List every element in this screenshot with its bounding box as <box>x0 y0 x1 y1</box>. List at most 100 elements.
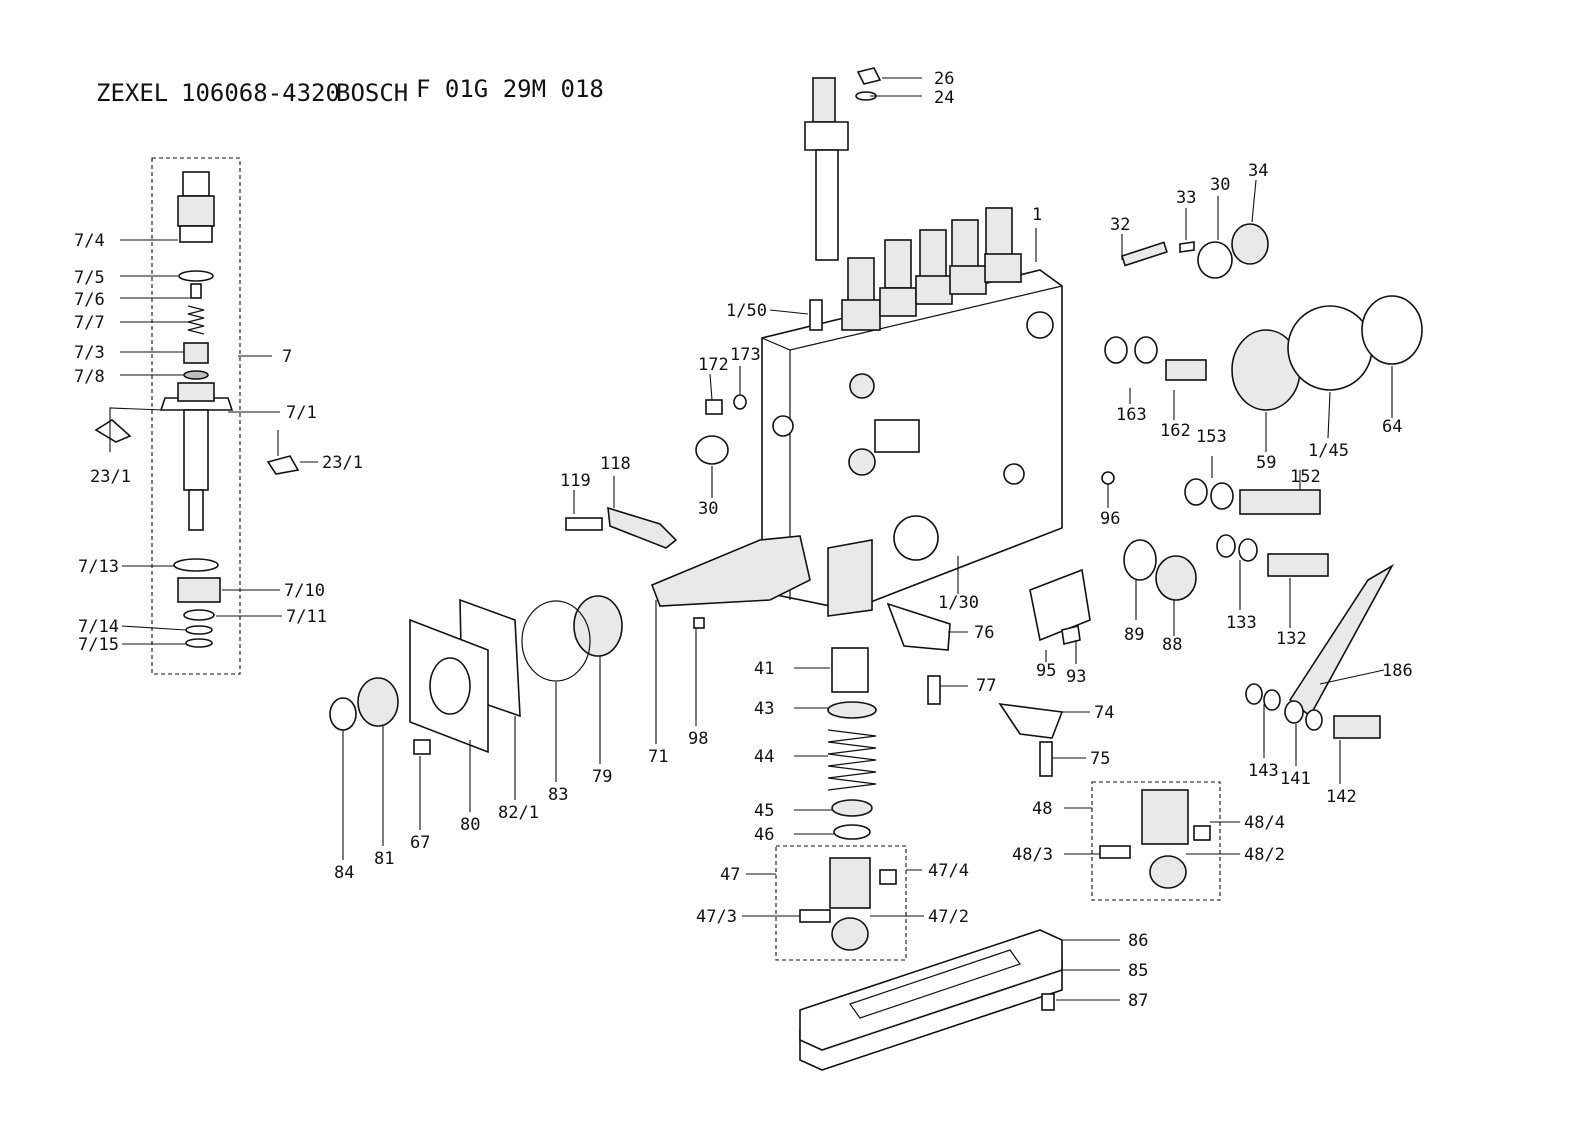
part-label: 64 <box>1382 417 1402 437</box>
part-label: 75 <box>1090 749 1110 769</box>
holder-4 <box>951 219 979 269</box>
part-label: 1 <box>1032 205 1042 225</box>
bracket-76 <box>886 602 951 651</box>
governor-side-parts <box>1029 223 1423 739</box>
zexel-part-number: 106068-4320 <box>181 79 340 107</box>
housing-port-2 <box>1026 311 1054 339</box>
leader-brackets <box>940 631 1385 759</box>
leader-33-30-34 <box>1185 179 1257 240</box>
control-sleeve-7-10 <box>177 577 221 603</box>
leader-47 <box>742 869 924 917</box>
bolt-132 <box>1267 553 1329 577</box>
part-label: 98 <box>688 729 708 749</box>
part-label: 7/10 <box>284 581 325 601</box>
part-label: 45 <box>754 801 774 821</box>
part-label: 163 <box>1116 405 1147 425</box>
holder-nut-4 <box>949 265 987 295</box>
gasket-7-8 <box>183 370 209 380</box>
part-label: 71 <box>648 747 668 767</box>
part-label: 93 <box>1066 667 1086 687</box>
cover-95 <box>1029 568 1091 642</box>
tappet-bore-boss <box>827 539 873 617</box>
part-label: 85 <box>1128 961 1148 981</box>
part-label: 142 <box>1326 787 1357 807</box>
nut-93 <box>1061 625 1081 645</box>
washer-163-a <box>1104 336 1128 364</box>
spring-7-7 <box>187 305 205 335</box>
ring-84 <box>329 697 357 731</box>
part-label: 81 <box>374 849 394 869</box>
seat-43 <box>827 701 877 719</box>
part-label: 76 <box>974 623 994 643</box>
cover-64 <box>1361 295 1423 365</box>
part-label: 34 <box>1248 161 1268 181</box>
part-label: 162 <box>1160 421 1191 441</box>
part-label: 7/7 <box>74 313 105 333</box>
holder-nut-3 <box>915 275 953 305</box>
pin-33 <box>1179 241 1195 253</box>
part-label: 96 <box>1100 509 1120 529</box>
bracket-74 <box>998 702 1064 739</box>
collar-30 <box>1197 241 1233 279</box>
fitting-stem <box>815 149 839 261</box>
tappet-guide-41 <box>831 647 869 693</box>
part-label: 83 <box>548 785 568 805</box>
o-ring-7-5 <box>178 270 214 282</box>
o-ring-83 <box>521 600 591 682</box>
bracket-118 <box>607 506 678 549</box>
leader-right-mid <box>1135 560 1291 636</box>
roller-47-2 <box>831 917 869 951</box>
housing-port-4 <box>1003 463 1025 485</box>
assembly-7-boundary <box>151 157 241 675</box>
part-label: 23/1 <box>90 467 131 487</box>
sleeve-1-45 <box>1287 305 1373 391</box>
barrel-top <box>177 382 215 402</box>
leader-86-85-87 <box>1056 939 1120 1001</box>
washer-143-a <box>1245 683 1263 705</box>
part-labels: 26 24 1 32 33 30 34 7/4 7/5 7/6 7/7 7/3 … <box>74 69 1413 1011</box>
part-label: 7 <box>282 347 292 367</box>
maker-label: BOSCH <box>336 79 408 107</box>
bolt-119 <box>565 517 603 531</box>
part-label: 88 <box>1162 635 1182 655</box>
oil-seal-81 <box>357 677 399 727</box>
pump-housing <box>761 207 1063 617</box>
screw-87 <box>1041 993 1055 1011</box>
leader-lines <box>109 77 1393 1001</box>
bosch-part-number: F 01G 29M 018 <box>416 75 604 103</box>
part-label: 153 <box>1196 427 1227 447</box>
part-label: 74 <box>1094 703 1114 723</box>
part-label: 119 <box>560 471 591 491</box>
part-label: 30 <box>1210 175 1230 195</box>
cap-34 <box>1231 223 1269 265</box>
o-ring-7-13 <box>173 558 219 572</box>
assembly-47-boundary <box>775 845 907 961</box>
leader-7-group <box>120 239 190 376</box>
part-label: 152 <box>1290 467 1321 487</box>
ring-89 <box>1123 539 1157 581</box>
diagram-header: ZEXEL 106068-4320 BOSCH F 01G 29M 018 <box>96 75 604 107</box>
key-98 <box>693 617 705 629</box>
flange-bore <box>429 657 471 715</box>
housing-left-parts <box>565 394 1115 549</box>
clip-23-1-left <box>94 419 132 443</box>
washer-173 <box>733 394 747 410</box>
part-label: 118 <box>600 454 631 474</box>
part-label: 1/50 <box>726 301 767 321</box>
part-label: 47/4 <box>928 861 969 881</box>
washer-153-a <box>1184 478 1208 506</box>
part-label: 77 <box>976 676 996 696</box>
washer-7-14 <box>185 625 213 635</box>
pin-48-3 <box>1099 845 1131 859</box>
part-label: 173 <box>730 345 761 365</box>
plug-port <box>772 415 794 437</box>
plug-88 <box>1155 555 1197 601</box>
part-label: 1/45 <box>1308 441 1349 461</box>
holder-nut-5 <box>984 253 1022 283</box>
clip-23-1-right <box>266 455 300 475</box>
leader-tappet-stack <box>794 667 834 835</box>
screw-67 <box>413 739 431 755</box>
leader-153-152 <box>1211 456 1301 490</box>
part-label: 7/14 <box>78 617 119 637</box>
